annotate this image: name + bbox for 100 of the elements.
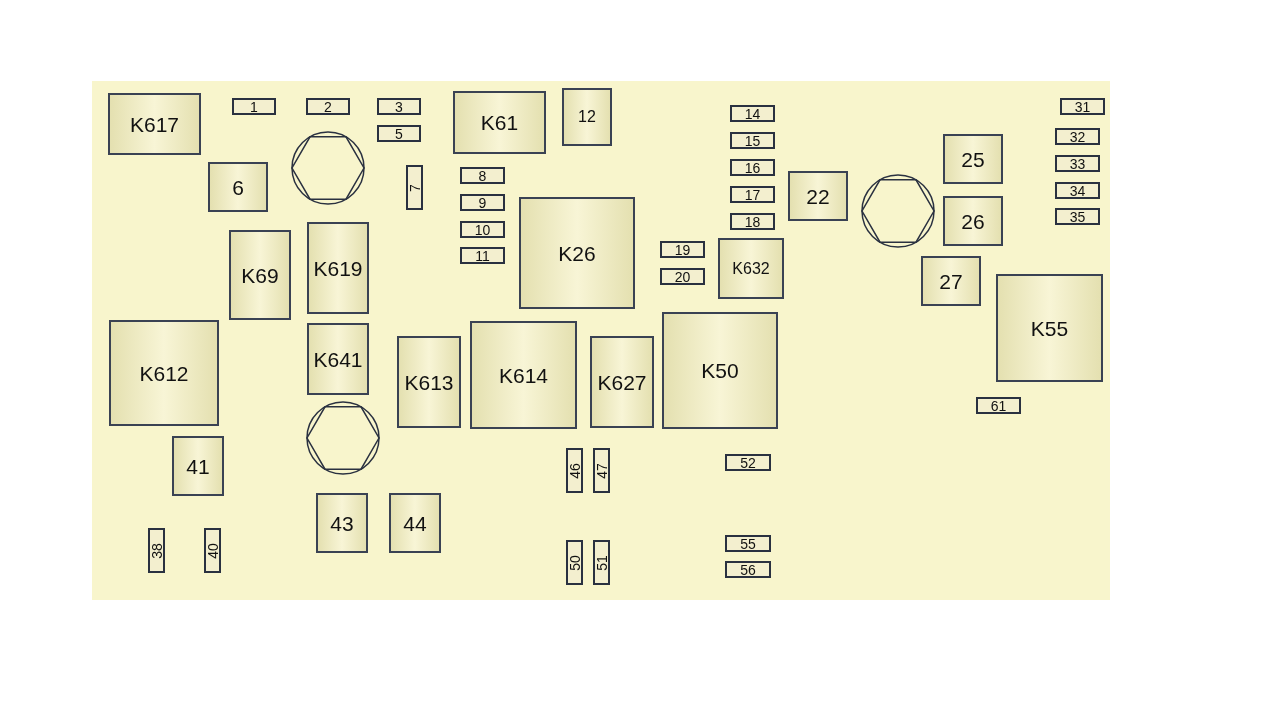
fuse-label: 20	[674, 269, 691, 284]
fuse-label: 34	[1069, 183, 1086, 198]
fuse-box	[1055, 182, 1100, 199]
fuse-label: K61	[480, 112, 519, 133]
fuse-label: 43	[330, 512, 354, 534]
fuse-box	[725, 561, 771, 578]
relay-box	[662, 312, 778, 429]
fuse-label: 44	[403, 512, 427, 534]
relay-box	[788, 171, 848, 221]
fuse-label: 27	[939, 270, 963, 292]
fuse-label: 22	[806, 185, 830, 207]
fuse-box	[730, 159, 775, 176]
fuse-box	[730, 132, 775, 149]
fuse-label: K619	[313, 257, 363, 279]
fuse-label: 47	[594, 462, 609, 479]
fuse-label: K614	[498, 364, 548, 386]
fuse-label: 1	[250, 99, 258, 114]
fuse-label: K627	[597, 371, 647, 393]
relay-box	[519, 197, 635, 309]
fuse-label: 31	[1074, 99, 1091, 114]
fuse-label: 10	[474, 222, 491, 237]
fuse-box	[976, 397, 1021, 414]
fuse-label: 38	[149, 542, 164, 559]
fuse-box	[725, 454, 771, 471]
fuse-label: 11	[475, 248, 490, 263]
fuse-box	[232, 98, 276, 115]
relay-box	[389, 493, 441, 553]
fuse-label: 50	[567, 554, 582, 571]
fuse-box	[1055, 208, 1100, 225]
relay-box	[208, 162, 268, 212]
fuse-label: 35	[1069, 209, 1086, 224]
fuse-label: K612	[139, 362, 189, 384]
relay-box	[996, 274, 1103, 382]
fuse-box	[460, 167, 505, 184]
relay-box	[316, 493, 368, 553]
fuse-label: K50	[701, 360, 739, 381]
fuse-label: 5	[395, 126, 403, 141]
fuse-box	[593, 448, 610, 493]
relay-box	[307, 222, 369, 314]
fuse-label: 18	[744, 214, 761, 229]
fuse-box	[730, 186, 775, 203]
fuse-label: 15	[744, 133, 761, 148]
fuse-label: 26	[961, 210, 985, 232]
relay-box	[590, 336, 654, 428]
relay-box	[109, 320, 219, 426]
relay-box	[718, 238, 784, 299]
fuse-box	[1060, 98, 1105, 115]
fuse-box	[148, 528, 165, 573]
fuse-label: 46	[567, 462, 582, 479]
fuse-label: 51	[594, 554, 609, 571]
relay-box	[397, 336, 461, 428]
fuse-box	[460, 247, 505, 264]
fuse-label: 8	[478, 168, 487, 183]
fuse-box	[566, 540, 583, 585]
fuse-label: 40	[205, 542, 220, 559]
fuse-label: 56	[740, 562, 756, 577]
fuse-label: 55	[740, 536, 756, 551]
relay-box	[453, 91, 546, 154]
fuse-label: 7	[407, 183, 422, 192]
fuse-box	[377, 125, 421, 142]
fuse-box	[660, 268, 705, 285]
fuse-label: 14	[744, 106, 761, 121]
fuse-box	[725, 535, 771, 552]
fuse-label: 9	[478, 195, 487, 210]
relay-box	[921, 256, 981, 306]
fuse-label: K617	[129, 113, 179, 135]
fuse-label: 61	[990, 398, 1007, 413]
fuse-box	[306, 98, 350, 115]
fuse-label: 2	[324, 99, 332, 114]
fuse-box	[566, 448, 583, 493]
relay-box	[943, 196, 1003, 246]
fuse-label: 17	[744, 187, 761, 202]
fuse-box	[460, 221, 505, 238]
fuse-label: K632	[732, 260, 770, 277]
relay-box	[108, 93, 201, 155]
fuse-box	[406, 165, 423, 210]
fuse-label: 25	[961, 148, 985, 170]
relay-box	[943, 134, 1003, 184]
fuse-box	[377, 98, 421, 115]
fuse-label: 33	[1069, 156, 1086, 171]
relay-box	[172, 436, 224, 496]
fuse-box	[460, 194, 505, 211]
fuse-label: 12	[578, 109, 596, 125]
fuse-label: 16	[744, 160, 761, 175]
fuse-box	[1055, 155, 1100, 172]
fuse-label: 6	[232, 176, 244, 198]
fuse-box	[1055, 128, 1100, 145]
fuse-box	[730, 213, 775, 230]
fuse-label: 52	[740, 455, 756, 470]
fuse-box	[204, 528, 221, 573]
fuse-label: K55	[1030, 317, 1069, 339]
fuse-label: 19	[674, 242, 691, 257]
relay-box	[229, 230, 291, 320]
fuse-label: K26	[558, 242, 596, 264]
relay-box	[307, 323, 369, 395]
relay-box	[470, 321, 577, 429]
fuse-label: 3	[395, 99, 403, 114]
fuse-box	[730, 105, 775, 122]
fuse-label: 41	[186, 455, 210, 477]
fuse-label: K69	[241, 264, 279, 286]
